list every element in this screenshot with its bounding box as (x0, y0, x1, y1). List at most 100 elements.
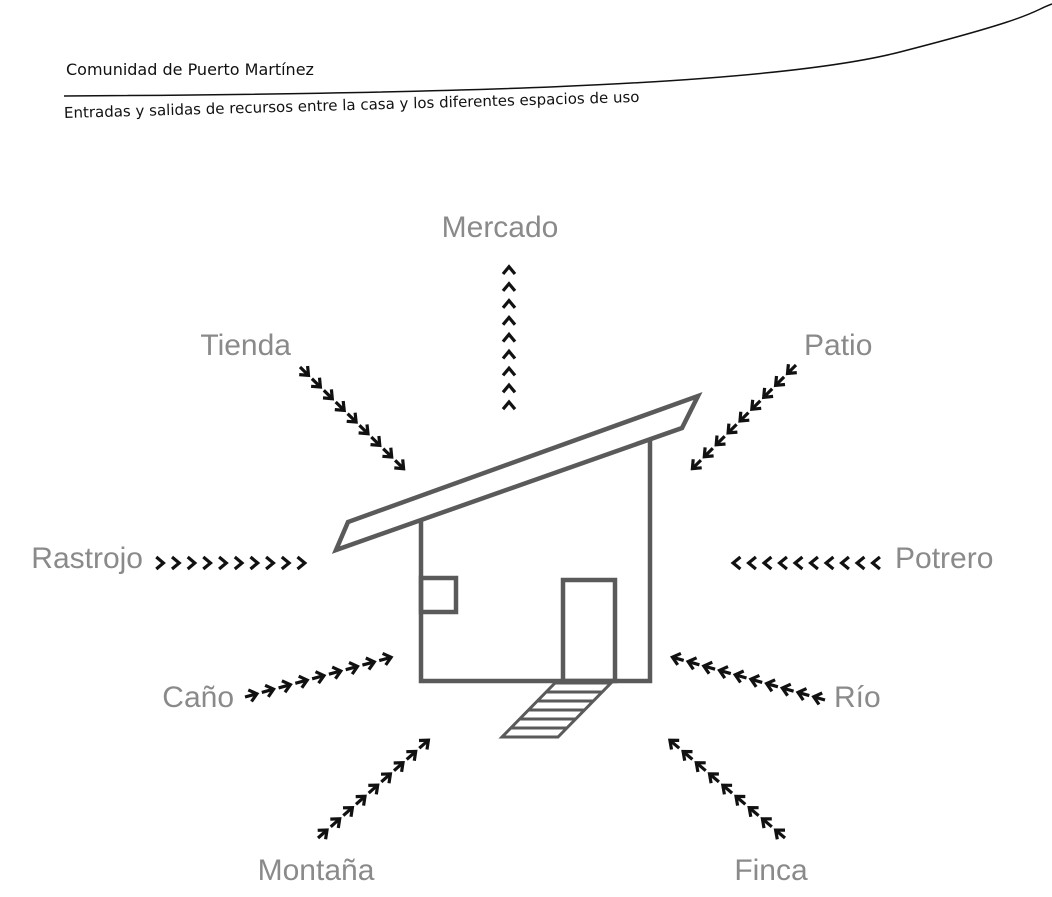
chevron-spine (695, 761, 707, 772)
chevron-icon (761, 555, 773, 571)
chevron-icon (501, 281, 517, 292)
chevron-spine (329, 817, 341, 828)
chevron-spine (762, 387, 774, 399)
chevron-spine (382, 447, 393, 459)
chevron-spine (316, 828, 329, 840)
chevron-spine (354, 795, 367, 806)
label-cano: Caño (162, 681, 234, 714)
arrow-stream-tienda (298, 365, 406, 471)
chevron-spine (392, 761, 405, 772)
arrow-stream-montana (316, 738, 431, 840)
chevron-icon (186, 555, 198, 571)
label-mercado: Mercado (442, 211, 559, 244)
chevron-icon (501, 399, 517, 411)
arrow-stream-mercado (501, 264, 517, 411)
chevron-icon (501, 348, 517, 360)
chevron-icon (202, 555, 213, 571)
chevron-icon (808, 555, 819, 571)
chevron-icon (501, 298, 517, 309)
header-curve (63, 3, 1052, 97)
chevron-icon (501, 382, 517, 394)
chevron-spine (418, 738, 430, 750)
chevron-spine (774, 375, 786, 387)
chevron-spine (761, 817, 773, 829)
label-finca: Finca (734, 854, 808, 887)
chevron-spine (328, 669, 342, 676)
house-steps (498, 681, 615, 739)
chevron-spine (734, 673, 747, 680)
house-roof (331, 391, 703, 554)
chevron-spine (786, 363, 798, 375)
chevron-spine (719, 668, 732, 676)
chevron-spine (781, 686, 795, 693)
chevron-icon (155, 555, 166, 571)
chevron-spine (750, 677, 763, 684)
chevron-spine (310, 377, 322, 389)
chevron-spine (671, 655, 685, 662)
chevron-spine (813, 695, 826, 702)
chevron-spine (691, 458, 703, 470)
chevron-spine (726, 423, 738, 435)
chevron-spine (322, 389, 334, 400)
chevron-spine (370, 435, 381, 447)
chevron-spine (342, 806, 354, 817)
chevron-icon (730, 555, 742, 571)
chevron-spine (703, 664, 716, 671)
page-title: Comunidad de Puerto Martínez (66, 60, 314, 79)
chevron-spine (346, 412, 358, 424)
chevron-spine (334, 400, 346, 412)
label-montana: Montaña (258, 854, 375, 887)
chevron-icon (170, 555, 182, 571)
chevron-spine (750, 399, 762, 411)
chevron-spine (708, 772, 720, 784)
chevron-spine (774, 828, 787, 840)
chevron-spine (345, 664, 358, 672)
chevron-spine (687, 660, 700, 667)
chevron-icon (777, 555, 788, 571)
chevron-spine (278, 683, 291, 690)
chevron-icon (839, 555, 850, 571)
arrow-stream-cano (244, 651, 394, 703)
chevron-spine (715, 435, 726, 446)
chevron-spine (244, 692, 258, 699)
chevron-spine (393, 459, 405, 470)
chevron-spine (766, 682, 779, 689)
chevron-spine (261, 687, 275, 694)
resource-arrows (155, 264, 881, 840)
house-window (418, 575, 459, 615)
chevron-icon (792, 555, 804, 571)
chevron-spine (298, 365, 310, 377)
chevron-icon (870, 555, 881, 571)
chevron-icon (233, 555, 245, 571)
arrow-stream-rio (669, 651, 826, 706)
chevron-spine (367, 783, 379, 795)
chevron-spine (378, 655, 392, 663)
chevron-icon (823, 555, 835, 571)
chevron-icon (501, 331, 517, 343)
chevron-spine (682, 750, 694, 761)
chevron-spine (668, 739, 681, 750)
arrow-stream-rastrojo (155, 555, 308, 571)
chevron-icon (265, 555, 276, 571)
chevron-icon (280, 555, 292, 571)
arrow-stream-finca (667, 738, 787, 840)
label-rio: Río (834, 681, 881, 714)
chevron-icon (249, 555, 261, 571)
chevron-icon (746, 555, 757, 571)
chevron-icon (501, 315, 517, 326)
chevron-spine (734, 795, 747, 806)
chevron-spine (703, 447, 714, 458)
chevron-icon (501, 264, 517, 276)
chevron-spine (721, 783, 734, 795)
chevron-spine (380, 772, 392, 784)
house-door (560, 577, 618, 684)
chevron-spine (405, 750, 417, 761)
arrow-stream-potrero (730, 555, 881, 571)
label-rastrojo: Rastrojo (31, 542, 143, 575)
chevron-spine (294, 678, 308, 685)
space-labels: Mercado Tienda Patio Rastrojo Potrero Ca… (31, 211, 993, 887)
label-patio: Patio (804, 329, 872, 362)
chevron-spine (738, 411, 750, 423)
